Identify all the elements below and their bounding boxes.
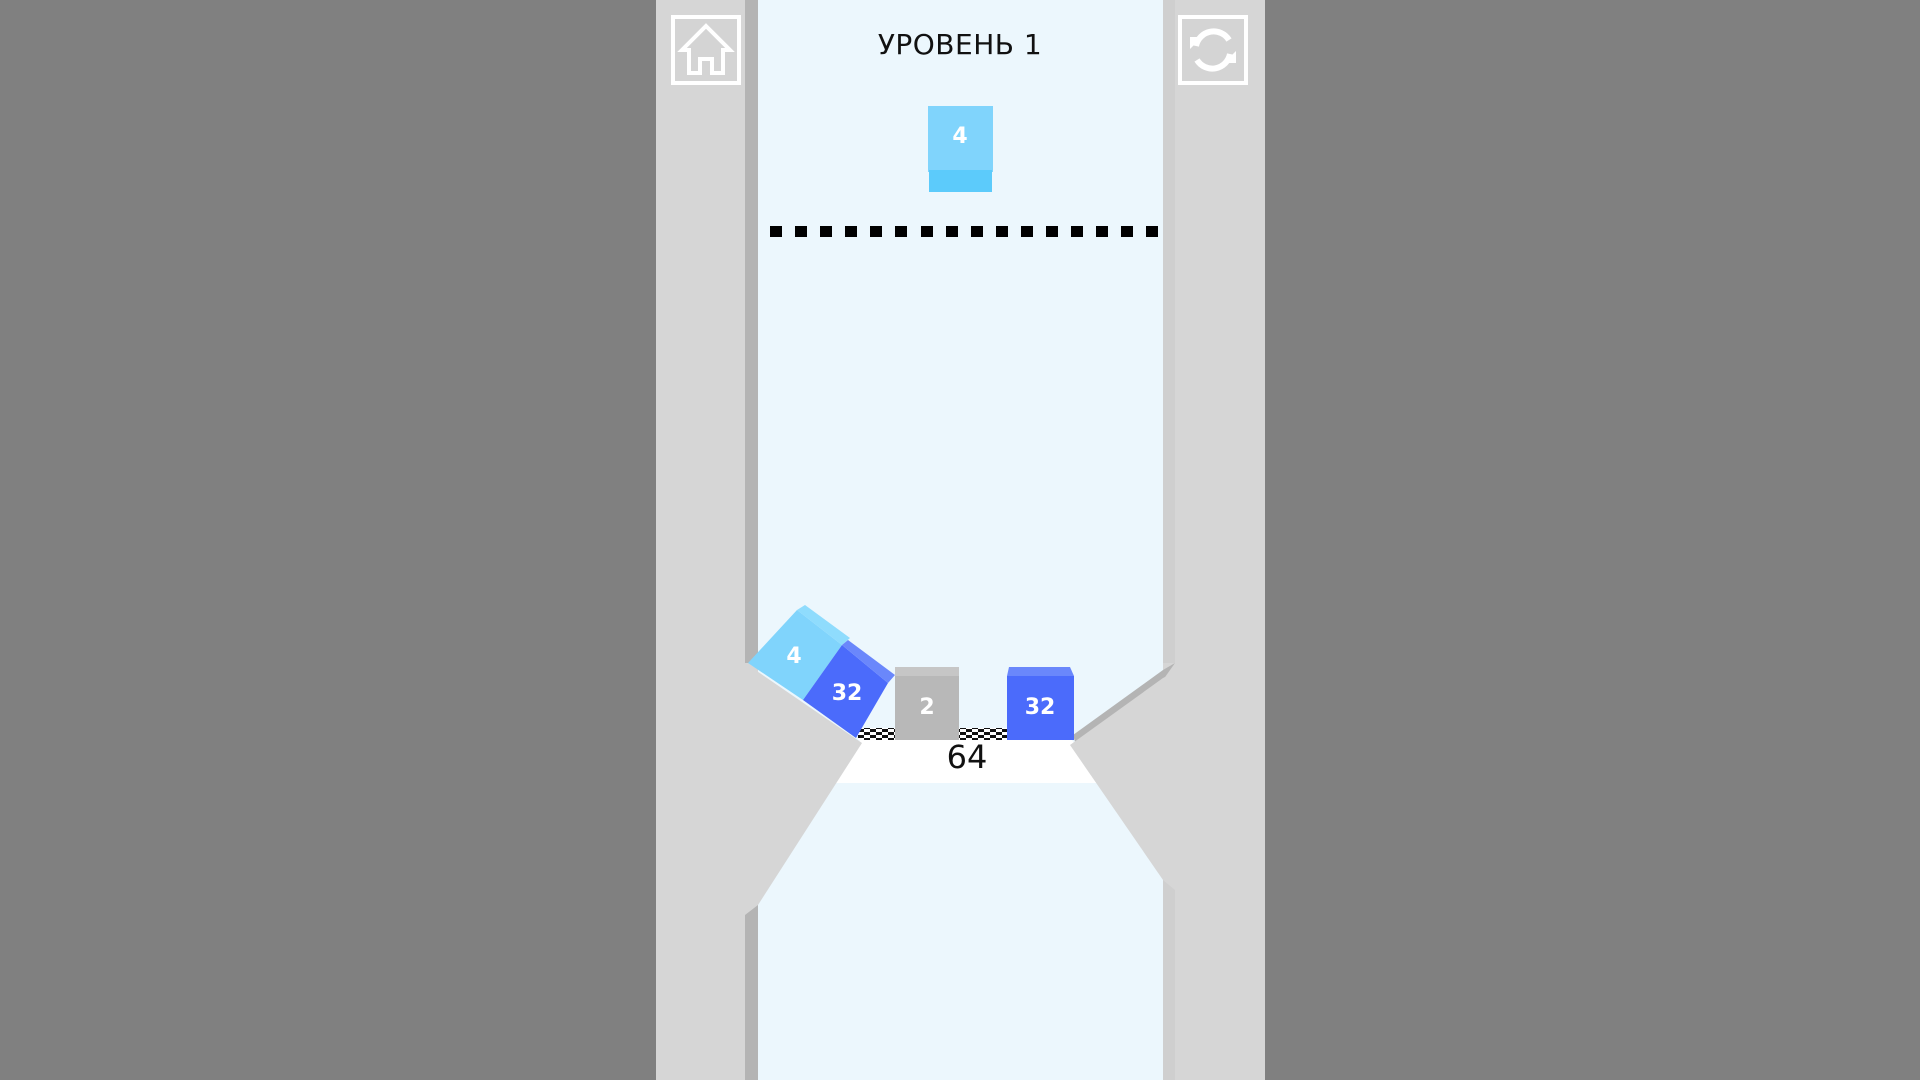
drop-line (770, 226, 1158, 237)
restart-button[interactable] (1178, 15, 1248, 85)
cube-value: 4 (786, 644, 801, 669)
cube-value: 32 (1025, 695, 1056, 720)
left-wall-edge-lower (745, 905, 758, 1080)
home-button[interactable] (671, 15, 741, 85)
right-funnel (1070, 672, 1175, 890)
right-wall-edge-lower (1163, 880, 1175, 1080)
cube-value: 2 (919, 695, 934, 720)
target-value: 64 (946, 738, 988, 776)
cube-32-tilted: 32 (803, 640, 895, 738)
home-icon (677, 23, 735, 75)
next-cube-value: 4 (952, 124, 967, 149)
restart-icon (1190, 28, 1236, 72)
left-wall-edge (745, 0, 758, 663)
right-wall-edge (1163, 0, 1175, 663)
next-cube[interactable]: 4 (928, 106, 993, 192)
cube-2: 2 (895, 667, 959, 740)
left-funnel (745, 663, 862, 915)
cube-4-tilted: 4 (748, 605, 850, 700)
cube-32: 32 (1007, 667, 1074, 740)
floor-band (835, 740, 1100, 783)
level-title: УРОВЕНЬ 1 (877, 28, 1043, 61)
cube-value: 32 (832, 681, 863, 706)
